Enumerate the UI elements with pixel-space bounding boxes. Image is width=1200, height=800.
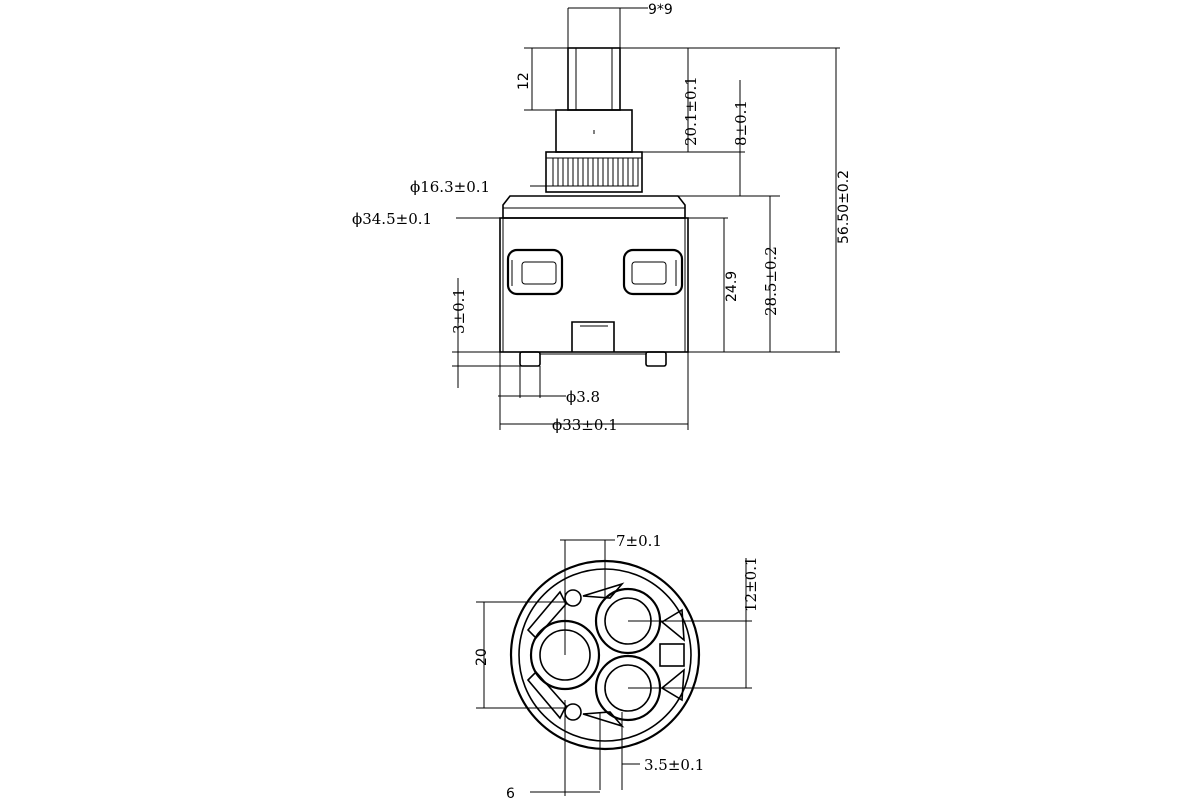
dim-pin-height: 3±0.1	[450, 288, 468, 334]
rib-lower-left	[526, 670, 567, 720]
side-view-dimension-lines	[452, 7, 840, 430]
body-window-left	[506, 248, 564, 296]
rib-right-upper	[660, 608, 685, 642]
bottom-view-dimension-lines	[476, 539, 752, 796]
body-notch	[571, 321, 615, 352]
dim-body-height: 24.9	[724, 271, 740, 302]
spline-teeth	[552, 157, 639, 187]
dim-collar-diameter: ϕ16.3±0.1	[410, 178, 490, 196]
dim-overall-height: 56.50±0.2	[836, 170, 852, 244]
dim-body-diameter: ϕ33±0.1	[552, 416, 618, 434]
dim-top-offset: 7±0.1	[616, 532, 662, 550]
dim-collar-height: 8±0.1	[732, 100, 750, 146]
bottom-view-labels: 7±0.1 12±0.1 20 3.5±0.1 6	[474, 532, 760, 800]
side-view-labels: 9*9 12 20.1±0.1 8±0.1 ϕ16.3±0.1 ϕ34.5±0.…	[352, 2, 852, 434]
dim-square-drive: 9*9	[648, 2, 673, 18]
rib-right-lower	[660, 668, 685, 702]
dim-port-spacing-v: 12±0.1	[742, 556, 760, 612]
dim-stem-length: 12	[516, 72, 532, 90]
body-window-right	[622, 248, 684, 296]
dim-rim-diameter: ϕ34.5±0.1	[352, 210, 432, 228]
rib-top	[582, 582, 625, 599]
rib-upper-left	[526, 590, 567, 640]
rib-right-mid	[659, 643, 685, 667]
dim-rib-width: 3.5±0.1	[644, 756, 704, 774]
rib-bottom	[582, 711, 625, 728]
rim	[502, 195, 686, 219]
dim-port-spacing-h: 20	[474, 648, 490, 666]
dim-bottom-offset: 6	[506, 786, 515, 800]
pin-left	[519, 351, 541, 367]
body	[499, 217, 689, 353]
dim-total-body-height: 28.5±0.2	[762, 246, 780, 316]
pin-hole-top	[564, 589, 582, 607]
dim-pin-diameter: ϕ3.8	[566, 388, 600, 406]
pin-right	[645, 351, 667, 367]
pin-hole-bottom	[564, 703, 582, 721]
splined-collar	[545, 151, 643, 193]
side-view	[499, 47, 689, 367]
dim-stem-height: 20.1±0.1	[682, 76, 700, 146]
